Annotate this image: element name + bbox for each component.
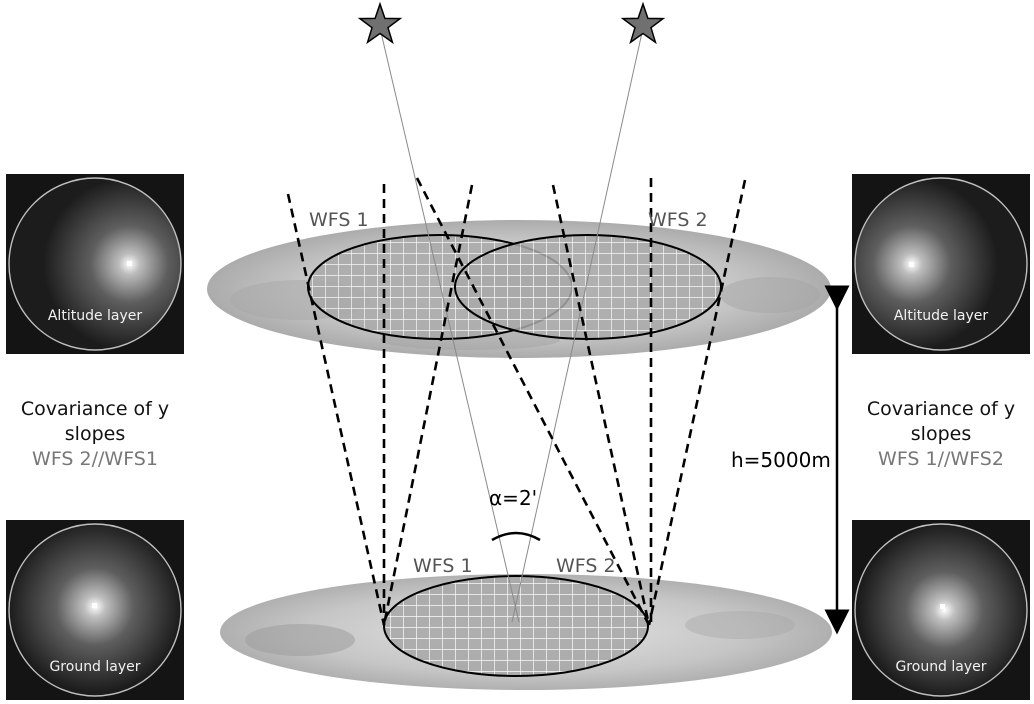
lower-wfs1-label: WFS 1 [413, 555, 473, 577]
right-caption: Covariance of y slopes WFS 1//WFS2 [846, 397, 1034, 472]
covariance-image [6, 520, 184, 700]
wfs1-line-of-sight [379, 27, 520, 623]
upper-wfs2-label: WFS 2 [648, 209, 708, 231]
upper-wfs1-label: WFS 1 [309, 209, 369, 231]
covariance-image [6, 174, 184, 354]
angle-label: α=2' [489, 486, 537, 510]
covariance-image [852, 520, 1030, 700]
left-altitude-covariance-map: Altitude layer [6, 174, 184, 354]
altitude-layer-label: Altitude layer [893, 308, 989, 324]
caption-line-2: slopes [910, 423, 972, 445]
ground-layer-label: Ground layer [49, 659, 141, 675]
wfs2-line-of-sight [511, 27, 644, 623]
right-altitude-covariance-map: Altitude layer [852, 174, 1030, 354]
lower-wfs2-label: WFS 2 [556, 555, 616, 577]
altitude-layer-label: Altitude layer [47, 308, 143, 324]
height-label: h=5000m [731, 448, 831, 472]
covariance-image [852, 174, 1030, 354]
caption-line-1: Covariance of y [866, 398, 1016, 420]
caption-line-3: WFS 1//WFS2 [878, 448, 1004, 470]
left-ground-covariance-map: Ground layer [6, 520, 184, 700]
common-ground-pupil [383, 575, 649, 677]
right-ground-covariance-map: Ground layer [852, 520, 1030, 700]
caption-line-3: WFS 2//WFS1 [32, 448, 158, 470]
angle-arc [491, 531, 541, 542]
wfs2-upper-pupil [454, 234, 722, 340]
ground-layer-label: Ground layer [895, 659, 987, 675]
caption-line-2: slopes [64, 423, 126, 445]
guide-star-2-icon [620, 1, 666, 45]
caption-line-1: Covariance of y [20, 398, 170, 420]
guide-star-1-icon [357, 1, 403, 45]
left-caption: Covariance of y slopes WFS 2//WFS1 [0, 397, 190, 472]
wfs2-beam-edges [382, 178, 747, 626]
wfs1-beam-edges [286, 177, 651, 626]
